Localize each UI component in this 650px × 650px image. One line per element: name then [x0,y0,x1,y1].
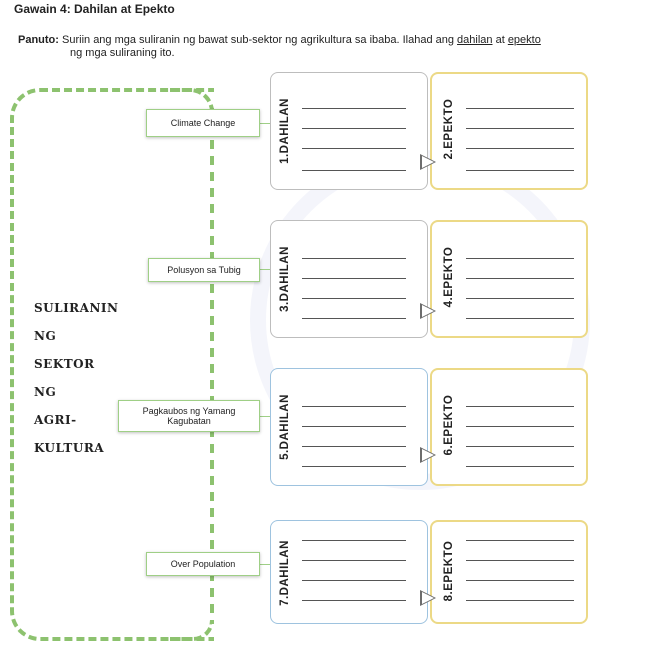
side-label-line: AGRI- [34,413,77,427]
arrow-right-icon [420,154,436,170]
answer-blank[interactable] [466,406,574,407]
answer-blank[interactable] [302,318,406,319]
answer-blank[interactable] [302,406,406,407]
answer-blank[interactable] [302,278,406,279]
answer-blank[interactable] [466,278,574,279]
instructions-line1: Suriin ang mga suliranin ng bawat sub-se… [58,34,458,46]
cause-box-5 [270,368,428,486]
cause-box-7 [270,520,428,624]
answer-blank[interactable] [302,170,406,171]
cause-label-7: 7.DAHILAN [279,540,291,606]
answer-blank[interactable] [466,258,574,259]
instructions-word-at: at [492,34,508,46]
instructions-prefix: Panuto: [18,34,59,46]
topic-polusyon-sa-tubig: Polusyon sa Tubig [148,258,260,282]
effect-label-2: 2.EPEKTO [443,98,455,160]
side-label-line: KULTURA [34,441,105,455]
page-title: Gawain 4: Dahilan at Epekto [14,2,175,16]
answer-blank[interactable] [466,600,574,601]
topic-climate-change: Climate Change [146,109,260,137]
instructions: Panuto: Suriin ang mga suliranin ng bawa… [18,34,644,60]
answer-blank[interactable] [302,540,406,541]
answer-blank[interactable] [466,298,574,299]
answer-blank[interactable] [302,466,406,467]
answer-blank[interactable] [302,600,406,601]
cause-label-3: 3.DAHILAN [279,246,291,312]
effect-label-4: 4.EPEKTO [443,246,455,308]
answer-blank[interactable] [466,426,574,427]
answer-blank[interactable] [302,426,406,427]
cause-label-1: 1.DAHILAN [279,98,291,164]
answer-blank[interactable] [466,540,574,541]
topic-pagkaubos-ng-yamang-kagubatan: Pagkaubos ng Yamang Kagubatan [118,400,260,432]
answer-blank[interactable] [466,318,574,319]
side-label-line: NG [34,329,57,343]
effect-box-8 [430,520,588,624]
answer-blank[interactable] [302,580,406,581]
answer-blank[interactable] [302,258,406,259]
answer-blank[interactable] [466,148,574,149]
answer-blank[interactable] [302,560,406,561]
answer-blank[interactable] [302,128,406,129]
answer-blank[interactable] [302,298,406,299]
cause-box-3 [270,220,428,338]
answer-blank[interactable] [466,170,574,171]
arrow-right-icon [420,447,436,463]
answer-blank[interactable] [466,580,574,581]
answer-blank[interactable] [302,446,406,447]
cause-box-1 [270,72,428,190]
dashed-bracket-spine [210,108,214,624]
instructions-word-epekto: epekto [507,34,541,46]
instructions-word-dahilan: dahilan [457,34,493,46]
side-label: SULIRANIN NG SEKTOR NG AGRI- KULTURA [34,294,119,462]
answer-blank[interactable] [466,108,574,109]
side-label-line: NG [34,385,57,399]
side-label-line: SEKTOR [34,357,95,371]
answer-blank[interactable] [302,148,406,149]
dashed-bracket [10,88,214,641]
side-label-line: SULIRANIN [34,301,119,315]
arrow-right-icon [420,303,436,319]
answer-blank[interactable] [302,108,406,109]
answer-blank[interactable] [466,560,574,561]
topic-over-population: Over Population [146,552,260,576]
arrow-right-icon [420,590,436,606]
cause-label-5: 5.DAHILAN [279,394,291,460]
effect-label-8: 8.EPEKTO [443,540,455,602]
answer-blank[interactable] [466,128,574,129]
answer-blank[interactable] [466,466,574,467]
effect-label-6: 6.EPEKTO [443,394,455,456]
answer-blank[interactable] [466,446,574,447]
instructions-line2: ng mga suliraning ito. [70,47,175,59]
